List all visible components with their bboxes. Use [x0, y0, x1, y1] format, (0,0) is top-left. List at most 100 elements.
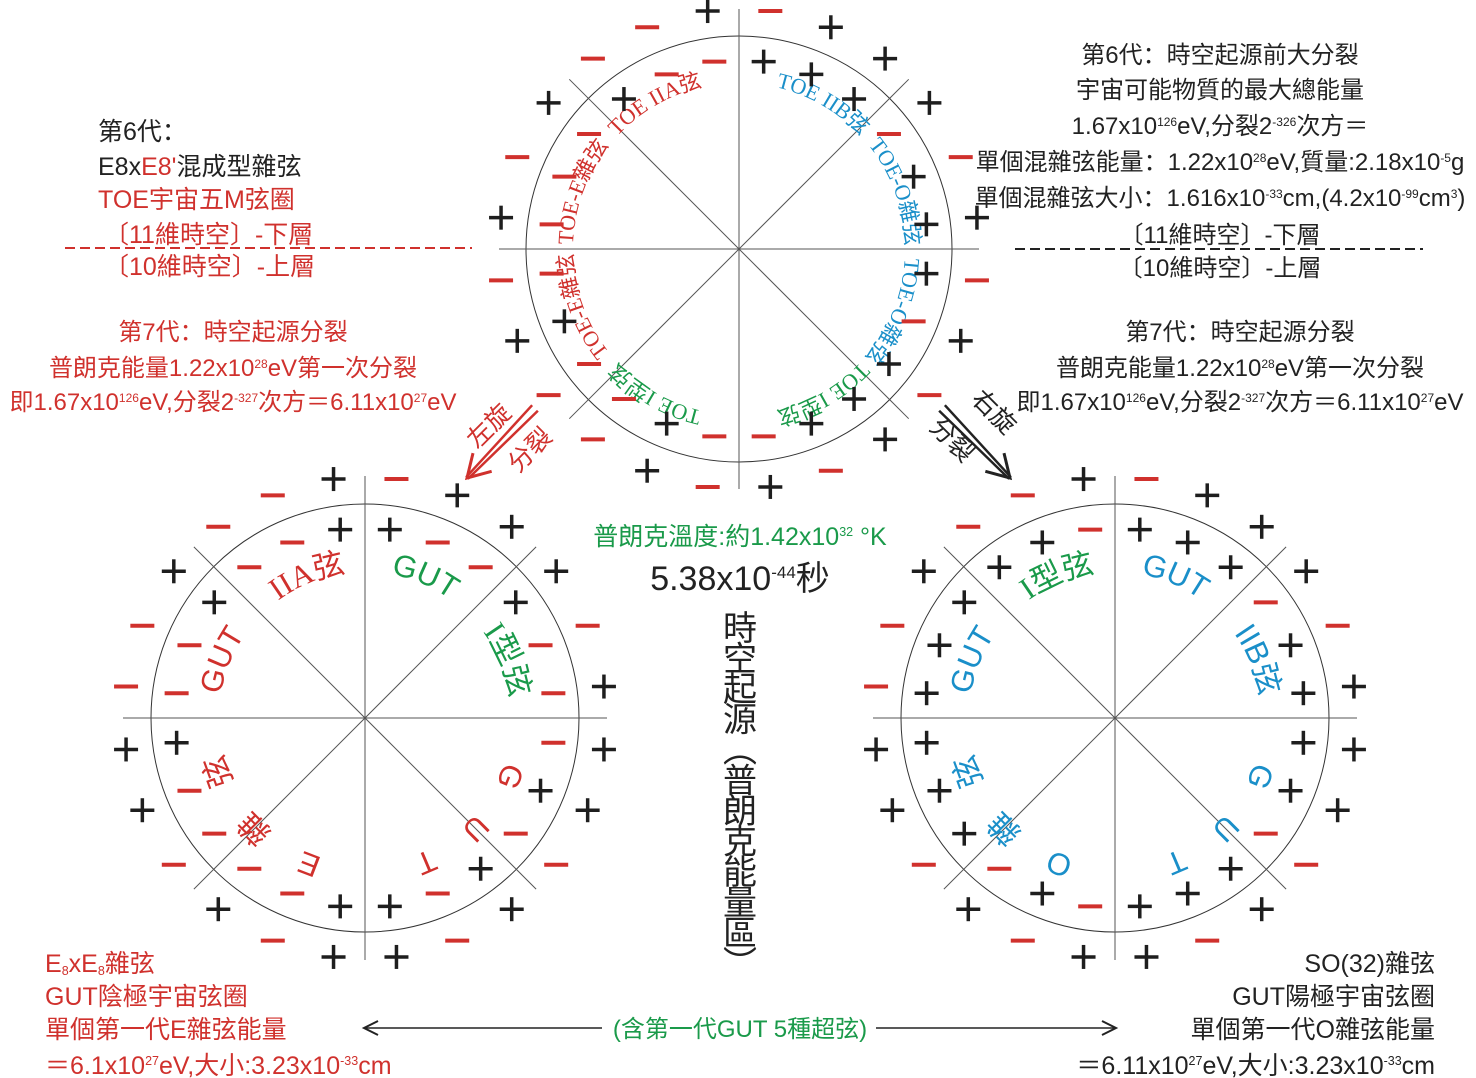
plus-charge-icon — [1175, 881, 1200, 906]
plus-charge-icon — [164, 730, 189, 755]
text-line: 〔10維時空〕-上層 — [104, 253, 315, 281]
text-segment: eV,分裂2 — [139, 389, 234, 416]
plus-charge-icon — [964, 205, 989, 230]
text-segment: eV第一次分裂 — [1275, 355, 1424, 382]
sector-label: GUT — [389, 547, 466, 606]
text-segment: °K — [853, 523, 887, 551]
text-segment: eV,大小:3.23x10 — [159, 1052, 340, 1078]
plus-charge-icon — [952, 590, 977, 615]
text-line: 單個第一代O雜弦能量 — [1191, 1016, 1435, 1044]
text-segment: 次方＝6.11x10 — [1265, 389, 1421, 416]
text-line: 普朗克能量1.22x1028eV第一次分裂 — [49, 355, 417, 382]
text-line: 宇宙可能物質的最大總能量 — [1076, 77, 1364, 104]
text-segment: 第6代：時空起源前大分裂 — [1081, 42, 1358, 69]
sector-label-text: IIB弦 — [1228, 618, 1287, 699]
text-segment: cm — [1419, 185, 1451, 212]
text-segment: 單個混雜弦能量：1.22x10 — [976, 149, 1253, 176]
text-line: ＝6.1x1027eV,大小:3.23x10-33cm — [45, 1052, 392, 1078]
sector-label-text: G — [1239, 759, 1280, 794]
superscript: -33 — [340, 1054, 358, 1068]
plus-charge-icon — [873, 46, 898, 71]
text-line: TOE宇宙五M弦圈 — [98, 186, 295, 214]
text-line: 普朗克溫度:約1.42x1032 °K — [593, 523, 887, 551]
text-segment: 即1.67x10 — [10, 389, 119, 416]
superscript: -44 — [771, 563, 796, 582]
sector-label: TOE IIA弦 — [603, 67, 704, 139]
text-segment: GUT陰極宇宙弦圈 — [45, 983, 248, 1011]
text-segment: TOE宇宙五M弦圈 — [98, 186, 295, 214]
text-segment: 單個第一代E雜弦能量 — [45, 1016, 287, 1044]
text-line: 〔11維時空〕-下層 — [104, 221, 313, 249]
text-line: 第7代：時空起源分裂 — [118, 319, 347, 346]
text-segment: 〔11維時空〕-下層 — [1120, 222, 1321, 249]
text-line: 1.67x10126eV,分裂2-326次方＝ — [1072, 113, 1369, 140]
plus-charge-icon — [917, 90, 942, 115]
plus-charge-icon — [544, 559, 569, 584]
plus-charge-icon — [591, 737, 616, 762]
sector-label-text: TOE IIB弦 — [775, 68, 875, 140]
plus-charge-icon — [161, 559, 186, 584]
superscript: -33 — [1384, 1054, 1402, 1068]
sector-label: 弦 — [196, 751, 239, 792]
plus-charge-icon — [503, 590, 528, 615]
text-segment: 單個第一代O雜弦能量 — [1191, 1016, 1435, 1044]
text-line: ＝6.11x1027eV,大小:3.23x10-33cm — [1076, 1052, 1435, 1078]
sector-label: E — [293, 844, 325, 884]
plus-charge-icon — [1195, 483, 1220, 508]
plus-charge-icon — [1071, 944, 1096, 969]
vertical-title-char: 起 — [723, 671, 757, 709]
plus-charge-icon — [489, 205, 514, 230]
superscript: -5 — [1440, 151, 1451, 165]
plus-charge-icon — [377, 894, 402, 919]
plus-charge-icon — [873, 427, 898, 452]
superscript: 28 — [1261, 357, 1275, 371]
plus-charge-icon — [1134, 944, 1159, 969]
plus-charge-icon — [1278, 778, 1303, 803]
sector-label-text: TOE I型弦 — [775, 358, 875, 430]
sector-label-text: G — [489, 759, 530, 794]
superscript: 28 — [254, 357, 268, 371]
plus-charge-icon — [499, 897, 524, 922]
text-line: 單個混雜弦能量：1.22x1028eV,質量:2.18x10-5g — [976, 149, 1465, 176]
vertical-title-char: 區 — [723, 915, 757, 953]
plus-charge-icon — [956, 897, 981, 922]
text-line: 第6代： — [98, 118, 187, 146]
sector-label-text: O — [1041, 843, 1076, 884]
plus-charge-icon — [914, 261, 939, 286]
text-segment: 宇宙可能物質的最大總能量 — [1076, 77, 1364, 104]
plus-charge-icon — [1249, 514, 1274, 539]
text-segment: eV,大小:3.23x10 — [1202, 1052, 1383, 1078]
arrow-left-icon — [361, 1020, 379, 1036]
text-segment: 普朗克能量1.22x10 — [49, 355, 254, 382]
vertical-title-char: 源 — [723, 702, 757, 740]
superscript: -33 — [1265, 187, 1283, 201]
text-segment: 5.38x10 — [650, 560, 771, 598]
text-segment: eV,分裂2 — [1177, 113, 1272, 140]
sector-label-text: TOE IIA弦 — [603, 67, 704, 139]
planck-temp-text-block: 普朗克溫度:約1.42x1032 °K — [593, 523, 887, 551]
text-segment: cm,(4.2x10 — [1283, 185, 1402, 212]
bottom-left-text-block: E8xE8雜弦GUT陰極宇宙弦圈單個第一代E雜弦能量＝6.1x1027eV,大小… — [45, 950, 392, 1078]
sector-label: IIB弦 — [1228, 618, 1287, 699]
plus-charge-icon — [1291, 681, 1316, 706]
sector-label-text: I型弦 — [1013, 545, 1097, 606]
sector-label: T — [411, 842, 442, 882]
plus-charge-icon — [914, 212, 939, 237]
plus-charge-icon — [987, 555, 1012, 580]
sector-label-text: TOE-O雜弦 — [864, 133, 925, 247]
plus-charge-icon — [552, 309, 577, 334]
sector-label: TOE-O雜弦 — [864, 133, 925, 247]
text-line: GUT陰極宇宙弦圈 — [45, 983, 248, 1011]
plus-charge-icon — [328, 517, 353, 542]
plus-charge-icon — [864, 737, 889, 762]
sector-label-text: GUT — [1139, 547, 1216, 606]
text-segment: eV — [427, 389, 456, 416]
text-segment: g — [1451, 149, 1464, 176]
sector-label: TOE-E雜弦 — [553, 134, 613, 245]
sector-label: I型弦 — [477, 616, 538, 700]
text-line: 即1.67x10126eV,分裂2-327次方＝6.11x1027eV — [10, 389, 457, 416]
plus-charge-icon — [321, 944, 346, 969]
plus-charge-icon — [575, 798, 600, 823]
superscript: 27 — [414, 391, 428, 405]
